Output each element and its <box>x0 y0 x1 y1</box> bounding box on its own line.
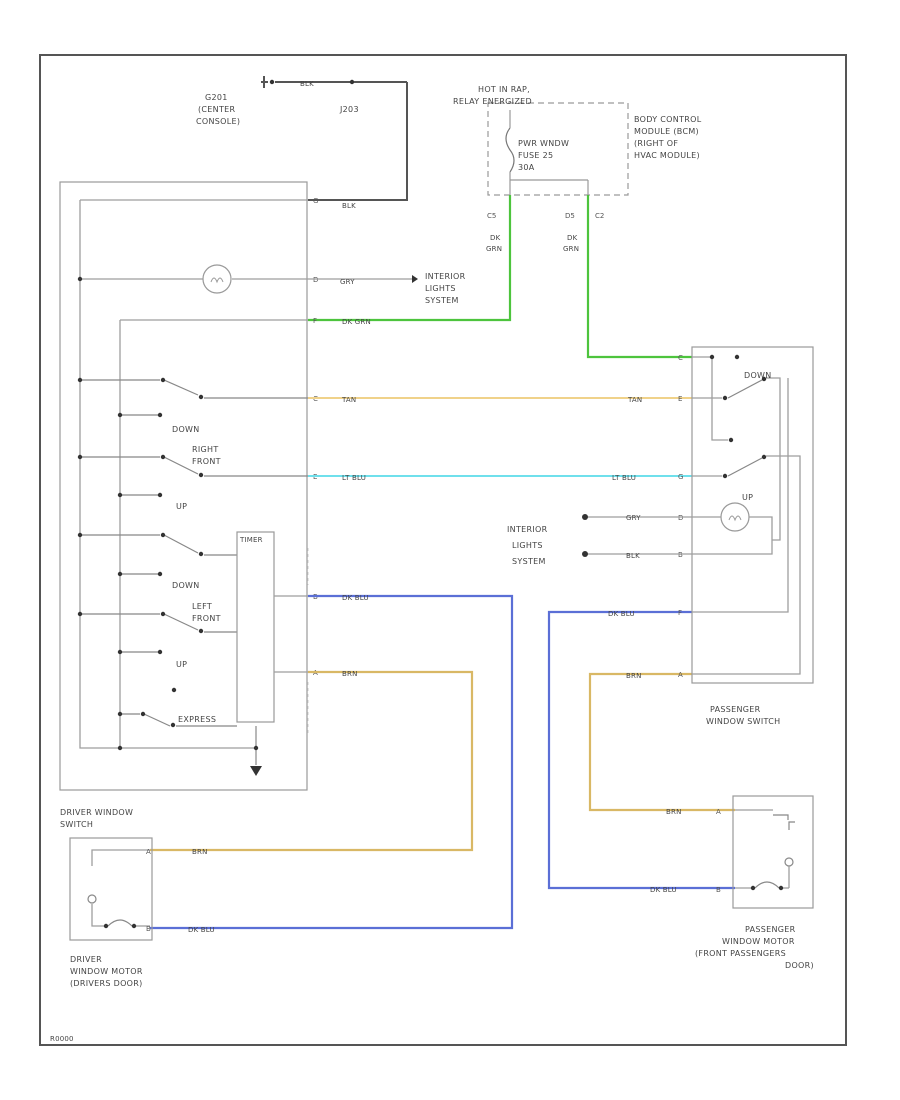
fuse-label-2: FUSE 25 <box>518 151 553 160</box>
pass-motor-pin-b: B <box>716 886 721 894</box>
wire-gry-p-label: GRY <box>626 514 641 522</box>
passenger-switch-label-2: WINDOW SWITCH <box>706 717 780 726</box>
switch-express: EXPRESS <box>178 715 216 724</box>
g201-label-2: (CENTER <box>198 105 235 114</box>
wire-blk-label: BLK <box>342 202 356 210</box>
pass-pin-f: F <box>678 609 682 617</box>
passenger-down-label: DOWN <box>744 371 772 380</box>
pass-pin-c: C <box>678 354 683 362</box>
body-control-module: HOT IN RAP, RELAY ENERGIZED PWR WNDW FUS… <box>453 85 702 253</box>
wire-dkblu-label-4: DK BLU <box>650 886 677 894</box>
pass-pin-a: A <box>678 671 683 679</box>
pass-pin-e: E <box>678 395 682 403</box>
bcm-pin-c2: C2 <box>595 212 604 220</box>
driver-motor-pin-a: A <box>146 848 151 856</box>
driver-switch-label-2: SWITCH <box>60 820 93 829</box>
driver-motor-label-2: WINDOW MOTOR <box>70 967 143 976</box>
passenger-motor-label-3: (FRONT PASSENGERS <box>695 949 786 958</box>
wire-dkgrn-label-1a: DK <box>490 234 501 242</box>
bcm-pin-d5: D5 <box>565 212 575 220</box>
wire-brn-label-3: BRN <box>626 672 642 680</box>
driver-motor-pin-b: B <box>146 925 151 933</box>
passenger-motor-label-4: DOOR) <box>785 961 814 970</box>
wire-dk-blu-passenger <box>547 610 735 890</box>
driver-motor-label-3: (DRIVERS DOOR) <box>70 979 143 988</box>
ground-g201: BLK G201 (CENTER CONSOLE) J203 <box>196 76 408 201</box>
switch-down-1: DOWN <box>172 425 200 434</box>
switch-right-front-2: FRONT <box>192 457 221 466</box>
bcm-label-3: (RIGHT OF <box>634 139 678 148</box>
driver-switch-label-1: DRIVER WINDOW <box>60 808 133 817</box>
wire-tan-label-1: TAN <box>341 396 356 404</box>
fuse-label-1: PWR WNDW <box>518 139 569 148</box>
interior-lights-connection-2: GRY BLK INTERIOR LIGHTS SYSTEM <box>507 514 692 566</box>
passenger-window-switch: DOWN UP C E G D B F A <box>678 346 814 684</box>
wire-dkgrn-label-2a: DK <box>567 234 578 242</box>
bcm-label-4: HVAC MODULE) <box>634 151 700 160</box>
wire-dk-grn-driver <box>308 195 512 322</box>
driver-pin-f: F <box>313 317 317 325</box>
g201-label-3: CONSOLE) <box>196 117 240 126</box>
wire-gry-label: GRY <box>340 278 355 286</box>
g201-label-1: G201 <box>205 93 228 102</box>
driver-window-switch: TIMER DOWN RIGHT FRONT UP DOWN LEFT FRON… <box>59 181 318 791</box>
wire-tan-label-2: TAN <box>627 396 642 404</box>
wire-dkblu-label-2: DK BLU <box>188 926 215 934</box>
switch-down-2: DOWN <box>172 581 200 590</box>
passenger-up-label: UP <box>742 493 753 502</box>
bcm-label-1: BODY CONTROL <box>634 115 702 124</box>
interior-lights-2a: INTERIOR <box>507 525 548 534</box>
pass-motor-pin-a: A <box>716 808 721 816</box>
timer-label: TIMER <box>239 536 263 544</box>
driver-pin-d: D <box>313 276 318 284</box>
passenger-window-motor: A B <box>716 795 814 909</box>
driver-motor-label-1: DRIVER <box>70 955 102 964</box>
diagram-border <box>39 54 847 1046</box>
wire-dkblu-label-1: DK BLU <box>342 594 369 602</box>
interior-lights-1a: INTERIOR <box>425 272 466 281</box>
switch-right-front-1: RIGHT <box>192 445 219 454</box>
switch-left-front-1: LEFT <box>192 602 212 611</box>
interior-lights-1c: SYSTEM <box>425 296 459 305</box>
switch-up-1: UP <box>176 502 187 511</box>
passenger-switch-label-1: PASSENGER <box>710 705 761 714</box>
hot-label-1: HOT IN RAP, <box>478 85 530 94</box>
wire-dkgrn-label-1b: GRN <box>486 245 502 253</box>
footer-code: R0000 <box>50 1035 74 1043</box>
pass-pin-g: G <box>678 473 683 481</box>
wire-brn-label-1: BRN <box>342 670 358 678</box>
driver-pin-g: G <box>313 197 318 205</box>
pass-pin-d: D <box>678 514 683 522</box>
switch-left-front-2: FRONT <box>192 614 221 623</box>
wire-ltblu-label-1: LT BLU <box>342 474 366 482</box>
wire-dk-grn-passenger <box>586 195 692 359</box>
fuse-label-3: 30A <box>518 163 535 172</box>
interior-lights-2c: SYSTEM <box>512 557 546 566</box>
wire-ltblu-label-2: LT BLU <box>612 474 636 482</box>
hot-label-2: RELAY ENERGIZED <box>453 97 532 106</box>
wire-dkblu-label-3: DK BLU <box>608 610 635 618</box>
wire-dk-blu-driver <box>150 594 514 930</box>
switch-up-2: UP <box>176 660 187 669</box>
wire-brn-label-4: BRN <box>666 808 682 816</box>
wire-brn-driver <box>150 670 474 852</box>
pass-pin-b: B <box>678 551 683 559</box>
splice-j203-label: J203 <box>339 105 359 114</box>
wire-blk-p-label: BLK <box>626 552 640 560</box>
wire-brn-label-2: BRN <box>192 848 208 856</box>
wire-dkgrn-h-label: DK GRN <box>342 318 371 326</box>
bcm-pin-c5: C5 <box>487 212 496 220</box>
interior-lights-1b: LIGHTS <box>425 284 456 293</box>
wire-blk-top-label: BLK <box>300 80 314 88</box>
wire-dkgrn-label-2b: GRN <box>563 245 579 253</box>
passenger-motor-label-1: PASSENGER <box>745 925 796 934</box>
bcm-label-2: MODULE (BCM) <box>634 127 699 136</box>
wire-brn-passenger <box>588 672 735 812</box>
interior-lights-2b: LIGHTS <box>512 541 543 550</box>
driver-window-motor: A B <box>69 837 153 941</box>
passenger-motor-label-2: WINDOW MOTOR <box>722 937 795 946</box>
